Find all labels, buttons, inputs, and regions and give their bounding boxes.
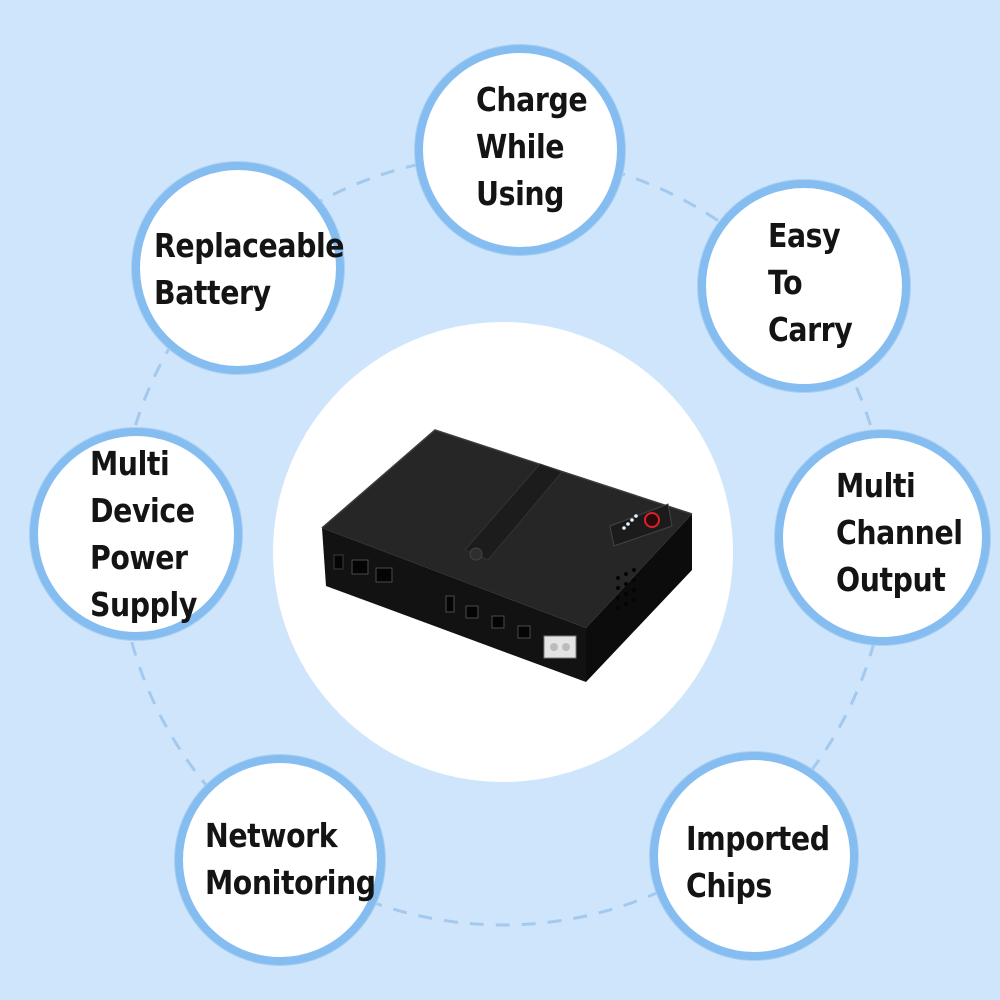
ac-input-pin [550, 643, 558, 651]
ac-input-port-icon [543, 635, 577, 659]
feature-label-replaceable-battery: Replaceable Battery [154, 226, 345, 312]
power-button-icon [644, 512, 660, 528]
ac-input-pin [562, 643, 570, 651]
device-edge-highlight [321, 429, 693, 529]
feature-label-network-monitoring: Network Monitoring [205, 816, 376, 902]
feature-circle-charge-while-using [415, 45, 625, 255]
battery-level-led-icon [622, 526, 626, 530]
feature-circle-multi-device-power-supply [30, 428, 242, 640]
feature-circle-easy-to-carry [698, 180, 910, 392]
dc-port-icon [491, 615, 505, 629]
dc-port-icon [333, 554, 344, 570]
ethernet-port-icon [375, 567, 393, 583]
feature-circle-multi-channel-output [775, 430, 990, 645]
feature-circle-imported-chips [650, 752, 858, 960]
feature-label-imported-chips: Imported Chips [686, 819, 830, 905]
mini-ups-device [321, 429, 693, 682]
feature-label-multi-channel-output: Multi Channel Output [836, 466, 963, 599]
feature-label-easy-to-carry: Easy To Carry [768, 216, 853, 349]
dc-port-icon [517, 625, 531, 639]
dc-port-icon [465, 605, 479, 619]
feature-circle-replaceable-battery [132, 162, 344, 374]
battery-level-led-icon [634, 514, 638, 518]
vent-icon [616, 568, 636, 610]
ethernet-port-icon [351, 559, 369, 575]
feature-label-multi-device-power-supply: Multi Device Power Supply [90, 444, 197, 624]
battery-level-led-icon [630, 518, 634, 522]
feature-label-charge-while-using: Charge While Using [476, 80, 588, 213]
battery-cover-button-icon [469, 547, 483, 561]
feature-circle-network-monitoring [175, 755, 385, 965]
device-right-face [586, 514, 692, 682]
battery-level-led-icon [626, 522, 630, 526]
usb-port-icon [445, 595, 455, 613]
